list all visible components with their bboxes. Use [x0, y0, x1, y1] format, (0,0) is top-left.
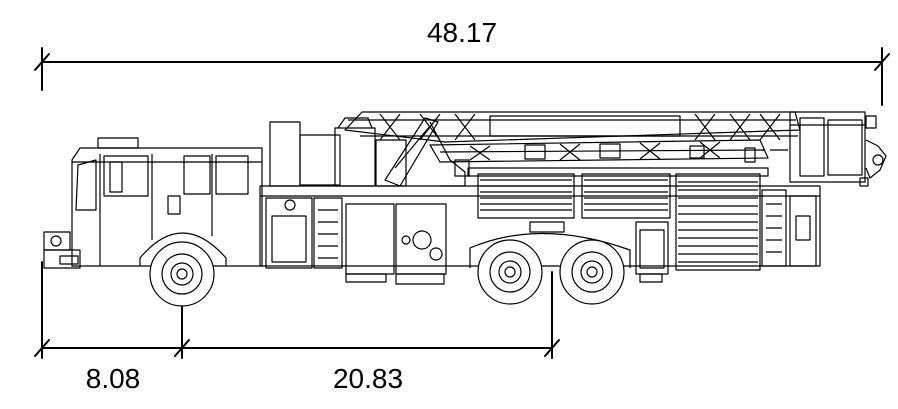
overall-length-label: 48.17	[427, 17, 497, 48]
front-overhang-label: 8.08	[86, 363, 141, 394]
cab	[43, 137, 263, 269]
aerial-ladder	[344, 111, 801, 163]
rear-wheel-rear-axle	[559, 239, 625, 305]
base-dimension-chain: 8.08 20.83	[34, 261, 560, 394]
rear-wheel-front-axle	[477, 239, 543, 305]
overall-length-dimension: 48.17	[34, 17, 890, 106]
front-wheel	[149, 241, 215, 307]
wheelbase-label: 20.83	[333, 363, 403, 394]
platform-basket	[770, 111, 887, 187]
turntable	[269, 117, 470, 187]
